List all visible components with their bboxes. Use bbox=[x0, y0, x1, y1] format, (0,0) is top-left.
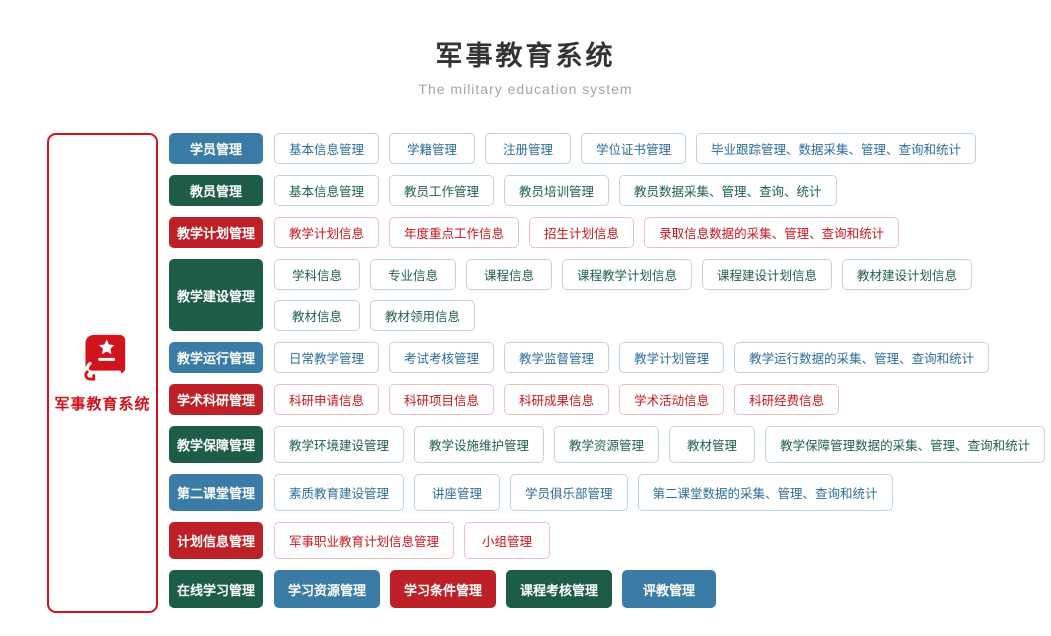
sub-item-button[interactable]: 教学环境建设管理 bbox=[274, 426, 405, 463]
sub-item-button[interactable]: 学习条件管理 bbox=[390, 570, 497, 608]
sub-item-button[interactable]: 教学监督管理 bbox=[504, 342, 610, 373]
sub-item-button[interactable]: 教学保障管理数据的采集、管理、查询和统计 bbox=[765, 426, 1046, 463]
sub-item-button[interactable]: 教学资源管理 bbox=[554, 426, 660, 463]
row-teaching-support-mgmt: 教学保障管理 教学环境建设管理 教学设施维护管理 教学资源管理 教材管理 教学保… bbox=[169, 426, 1051, 463]
sub-item-button[interactable]: 考试考核管理 bbox=[389, 342, 495, 373]
book-star-icon bbox=[79, 333, 127, 381]
category-button-online-learning-mgmt[interactable]: 在线学习管理 bbox=[169, 570, 264, 608]
row-second-classroom-mgmt: 第二课堂管理 素质教育建设管理 讲座管理 学员俱乐部管理 第二课堂数据的采集、管… bbox=[169, 474, 1051, 511]
sub-item-button[interactable]: 学位证书管理 bbox=[581, 133, 687, 164]
row-items: 教学计划信息 年度重点工作信息 招生计划信息 录取信息数据的采集、管理、查询和统… bbox=[274, 217, 1051, 248]
category-button-teaching-operation-mgmt[interactable]: 教学运行管理 bbox=[169, 342, 264, 373]
category-button-teaching-construction-mgmt[interactable]: 教学建设管理 bbox=[169, 259, 264, 331]
sub-item-button[interactable]: 科研经费信息 bbox=[734, 384, 840, 415]
root-panel: 军事教育系统 bbox=[47, 133, 158, 613]
row-items: 教学环境建设管理 教学设施维护管理 教学资源管理 教材管理 教学保障管理数据的采… bbox=[274, 426, 1051, 463]
root-label: 军事教育系统 bbox=[54, 395, 151, 413]
sub-item-button[interactable]: 科研项目信息 bbox=[389, 384, 495, 415]
category-button-teaching-support-mgmt[interactable]: 教学保障管理 bbox=[169, 426, 264, 463]
sub-item-button[interactable]: 录取信息数据的采集、管理、查询和统计 bbox=[644, 217, 900, 248]
row-items: 科研申请信息 科研项目信息 科研成果信息 学术活动信息 科研经费信息 bbox=[274, 384, 1051, 415]
sub-item-button[interactable]: 日常教学管理 bbox=[274, 342, 380, 373]
sub-item-button[interactable]: 教材领用信息 bbox=[370, 300, 476, 331]
row-teaching-construction-mgmt: 教学建设管理 学科信息 专业信息 课程信息 课程教学计划信息 课程建设计划信息 … bbox=[169, 259, 1051, 331]
page-header: 军事教育系统 The military education system bbox=[0, 0, 1051, 97]
sub-item-button[interactable]: 教学计划信息 bbox=[274, 217, 380, 248]
sub-item-button[interactable]: 基本信息管理 bbox=[274, 175, 380, 206]
row-items: 基本信息管理 教员工作管理 教员培训管理 教员数据采集、管理、查询、统计 bbox=[274, 175, 1051, 206]
sub-item-button[interactable]: 教材管理 bbox=[669, 426, 756, 463]
category-button-teacher-mgmt[interactable]: 教员管理 bbox=[169, 175, 263, 206]
row-items: 基本信息管理 学籍管理 注册管理 学位证书管理 毕业跟踪管理、数据采集、管理、查… bbox=[274, 133, 1051, 164]
row-teaching-operation-mgmt: 教学运行管理 日常教学管理 考试考核管理 教学监督管理 教学计划管理 教学运行数… bbox=[169, 342, 1051, 373]
rows-container: 学员管理 基本信息管理 学籍管理 注册管理 学位证书管理 毕业跟踪管理、数据采集… bbox=[169, 133, 1051, 608]
diagram-area: 军事教育系统 学员管理 基本信息管理 学籍管理 注册管理 学位证书管理 毕业跟踪… bbox=[47, 133, 1051, 613]
row-items: 素质教育建设管理 讲座管理 学员俱乐部管理 第二课堂数据的采集、管理、查询和统计 bbox=[274, 474, 1051, 511]
sub-item-button[interactable]: 小组管理 bbox=[464, 522, 551, 559]
sub-item-button[interactable]: 科研成果信息 bbox=[504, 384, 610, 415]
sub-item-button[interactable]: 评教管理 bbox=[622, 570, 717, 608]
sub-item-button[interactable]: 学员俱乐部管理 bbox=[510, 474, 628, 511]
sub-item-button[interactable]: 科研申请信息 bbox=[274, 384, 380, 415]
sub-item-button[interactable]: 课程教学计划信息 bbox=[562, 259, 693, 290]
sub-item-button[interactable]: 教员培训管理 bbox=[504, 175, 610, 206]
page-subtitle: The military education system bbox=[418, 81, 633, 97]
row-items: 学科信息 专业信息 课程信息 课程教学计划信息 课程建设计划信息 教材建设计划信… bbox=[274, 259, 1051, 331]
row-online-learning-mgmt: 在线学习管理 学习资源管理 学习条件管理 课程考核管理 评教管理 bbox=[169, 570, 1051, 608]
sub-item-button[interactable]: 注册管理 bbox=[485, 133, 572, 164]
row-items: 学习资源管理 学习条件管理 课程考核管理 评教管理 bbox=[274, 570, 1051, 608]
sub-item-button[interactable]: 毕业跟踪管理、数据采集、管理、查询和统计 bbox=[696, 133, 977, 164]
sub-item-button[interactable]: 基本信息管理 bbox=[274, 133, 380, 164]
row-plan-info-mgmt: 计划信息管理 军事职业教育计划信息管理 小组管理 bbox=[169, 522, 1051, 559]
sub-item-button[interactable]: 学术活动信息 bbox=[619, 384, 725, 415]
category-button-plan-info-mgmt[interactable]: 计划信息管理 bbox=[169, 522, 264, 559]
sub-item-button[interactable]: 素质教育建设管理 bbox=[274, 474, 405, 511]
category-button-academic-research-mgmt[interactable]: 学术科研管理 bbox=[169, 384, 264, 415]
sub-item-button[interactable]: 学科信息 bbox=[274, 259, 361, 290]
sub-item-button[interactable]: 年度重点工作信息 bbox=[389, 217, 520, 248]
sub-item-button[interactable]: 教材建设计划信息 bbox=[842, 259, 973, 290]
sub-item-button[interactable]: 教员数据采集、管理、查询、统计 bbox=[619, 175, 837, 206]
sub-item-button[interactable]: 课程信息 bbox=[466, 259, 553, 290]
sub-item-button[interactable]: 第二课堂数据的采集、管理、查询和统计 bbox=[637, 474, 893, 511]
category-button-student-mgmt[interactable]: 学员管理 bbox=[169, 133, 263, 164]
category-button-teaching-plan-mgmt[interactable]: 教学计划管理 bbox=[169, 217, 264, 248]
category-button-second-classroom-mgmt[interactable]: 第二课堂管理 bbox=[169, 474, 264, 511]
row-teaching-plan-mgmt: 教学计划管理 教学计划信息 年度重点工作信息 招生计划信息 录取信息数据的采集、… bbox=[169, 217, 1051, 248]
sub-item-button[interactable]: 学籍管理 bbox=[389, 133, 476, 164]
sub-item-button[interactable]: 讲座管理 bbox=[414, 474, 501, 511]
row-items: 军事职业教育计划信息管理 小组管理 bbox=[274, 522, 1051, 559]
sub-item-button[interactable]: 教学运行数据的采集、管理、查询和统计 bbox=[734, 342, 990, 373]
sub-item-button[interactable]: 课程考核管理 bbox=[506, 570, 613, 608]
row-academic-research-mgmt: 学术科研管理 科研申请信息 科研项目信息 科研成果信息 学术活动信息 科研经费信… bbox=[169, 384, 1051, 415]
sub-item-button[interactable]: 招生计划信息 bbox=[529, 217, 635, 248]
sub-item-button[interactable]: 军事职业教育计划信息管理 bbox=[274, 522, 455, 559]
sub-item-button[interactable]: 教学计划管理 bbox=[619, 342, 725, 373]
sub-item-button[interactable]: 专业信息 bbox=[370, 259, 457, 290]
sub-item-button[interactable]: 教材信息 bbox=[274, 300, 361, 331]
row-student-mgmt: 学员管理 基本信息管理 学籍管理 注册管理 学位证书管理 毕业跟踪管理、数据采集… bbox=[169, 133, 1051, 164]
row-teacher-mgmt: 教员管理 基本信息管理 教员工作管理 教员培训管理 教员数据采集、管理、查询、统… bbox=[169, 175, 1051, 206]
sub-item-button[interactable]: 教员工作管理 bbox=[389, 175, 495, 206]
page-title: 军事教育系统 bbox=[435, 41, 616, 71]
row-items: 日常教学管理 考试考核管理 教学监督管理 教学计划管理 教学运行数据的采集、管理… bbox=[274, 342, 1051, 373]
sub-item-button[interactable]: 课程建设计划信息 bbox=[702, 259, 833, 290]
sub-item-button[interactable]: 教学设施维护管理 bbox=[414, 426, 545, 463]
sub-item-button[interactable]: 学习资源管理 bbox=[274, 570, 381, 608]
